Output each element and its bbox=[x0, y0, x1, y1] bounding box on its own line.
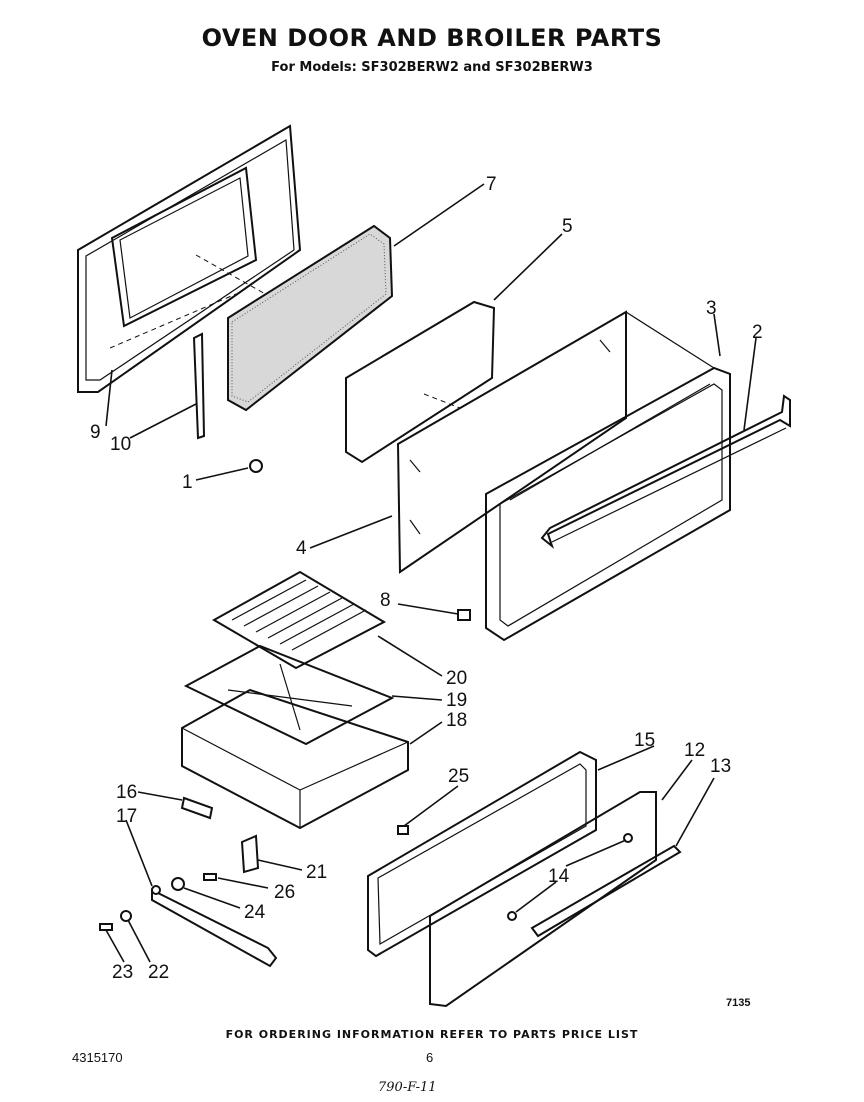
outer-door-frame bbox=[485, 311, 731, 642]
washer-part-22 bbox=[120, 910, 132, 922]
bracket-part-21 bbox=[240, 834, 260, 874]
callout-20: 20 bbox=[446, 668, 467, 689]
inner-door-panel bbox=[77, 124, 302, 393]
callout-7: 7 bbox=[486, 174, 497, 195]
handwritten-note: 790-F-11 bbox=[378, 1080, 437, 1095]
callout-26: 26 bbox=[274, 882, 295, 903]
callout-18: 18 bbox=[446, 710, 467, 731]
callout-5: 5 bbox=[562, 216, 573, 237]
hinge-clip bbox=[457, 609, 471, 621]
broiler-drawer-inner-panel bbox=[367, 750, 597, 958]
callout-24: 24 bbox=[244, 902, 266, 923]
callout-15: 15 bbox=[634, 730, 655, 751]
broiler-drawer-front bbox=[429, 791, 657, 1008]
callout-16: 16 bbox=[116, 782, 137, 803]
fastener-part-14b bbox=[507, 911, 517, 921]
broiler-pan-insert bbox=[183, 644, 395, 746]
washer-part-24 bbox=[171, 877, 185, 891]
broiler-grid bbox=[211, 570, 387, 670]
callout-13: 13 bbox=[710, 756, 731, 777]
page-title: OVEN DOOR AND BROILER PARTS bbox=[201, 24, 663, 52]
callout-22: 22 bbox=[148, 962, 169, 983]
callout-14: 14 bbox=[548, 866, 570, 887]
callout-9: 9 bbox=[90, 422, 101, 443]
screw-part-26 bbox=[203, 873, 217, 881]
broiler-drawer-trim bbox=[530, 844, 682, 938]
models-subtitle: For Models: SF302BERW2 and SF302BERW3 bbox=[271, 60, 593, 75]
leader-lines bbox=[105, 183, 757, 963]
callout-10: 10 bbox=[110, 434, 131, 455]
callout-19: 19 bbox=[446, 690, 467, 711]
callout-8: 8 bbox=[380, 590, 391, 611]
callout-21: 21 bbox=[306, 862, 327, 883]
callout-23: 23 bbox=[112, 962, 133, 983]
screw-part-23 bbox=[99, 923, 113, 931]
door-side-channel bbox=[192, 332, 206, 440]
callout-labels: 7 5 3 2 9 10 1 4 8 20 19 18 16 17 25 15 … bbox=[90, 174, 763, 1009]
callout-25: 25 bbox=[448, 766, 469, 787]
page-number: 6 bbox=[426, 1050, 434, 1065]
callout-17: 17 bbox=[116, 806, 137, 827]
callout-1: 1 bbox=[182, 472, 193, 493]
screw-part-1 bbox=[249, 459, 263, 473]
callout-2: 2 bbox=[752, 322, 763, 343]
clip-part-25 bbox=[397, 825, 409, 835]
slide-rail bbox=[151, 885, 278, 968]
figure-code: 7135 bbox=[726, 997, 750, 1009]
outer-door-glass bbox=[396, 310, 627, 574]
spring bbox=[180, 796, 214, 820]
document-part-number: 4315170 bbox=[72, 1050, 123, 1065]
callout-3: 3 bbox=[706, 298, 717, 319]
callout-12: 12 bbox=[684, 740, 705, 761]
ordering-note: FOR ORDERING INFORMATION REFER TO PARTS … bbox=[225, 1028, 639, 1041]
inner-window-glass bbox=[345, 300, 496, 464]
callout-4: 4 bbox=[296, 538, 307, 559]
door-handle bbox=[540, 394, 791, 549]
broiler-pan bbox=[181, 688, 409, 830]
door-insulation bbox=[227, 224, 394, 412]
